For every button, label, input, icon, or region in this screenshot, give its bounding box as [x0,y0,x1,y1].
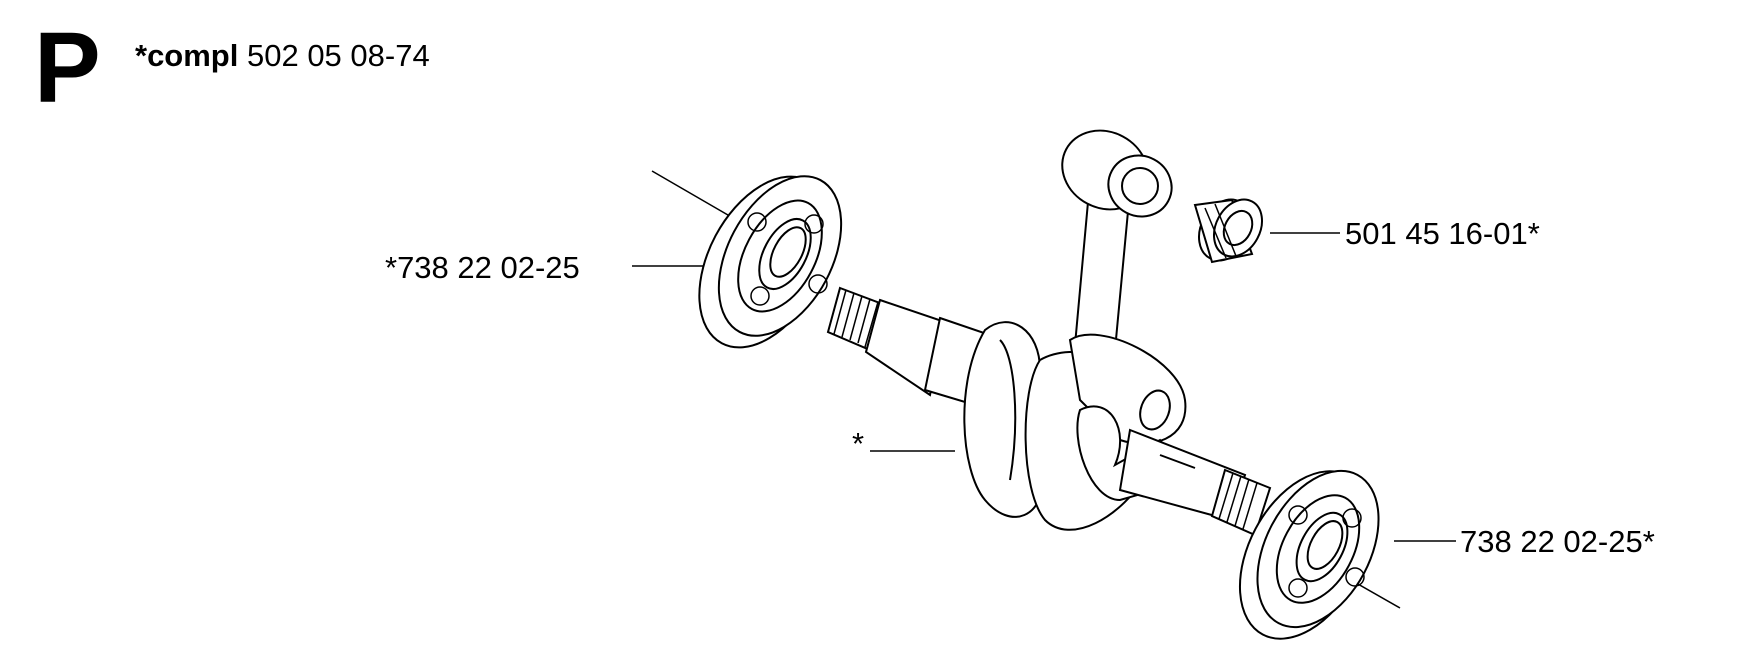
compl-label: *compl [135,38,239,73]
ball-bearing-left [698,175,843,349]
axis-line-left [651,170,741,223]
callout-bearing-right: 738 22 02-25* [1460,524,1655,559]
assembly-part-number: 502 05 08-74 [246,38,430,73]
callout-needle-bearing: 501 45 16-01* [1345,216,1540,251]
callout-bearing-left: *738 22 02-25 [385,250,580,285]
needle-bearing [1193,198,1263,264]
crankshaft-right-shaft [1076,405,1247,522]
callout-crankshaft: * [852,426,865,461]
ball-bearing-right [1238,469,1380,640]
crank-web-left [963,321,1047,518]
section-letter: P [34,12,101,124]
assembly-header: *compl 502 05 08-74 [135,40,430,71]
